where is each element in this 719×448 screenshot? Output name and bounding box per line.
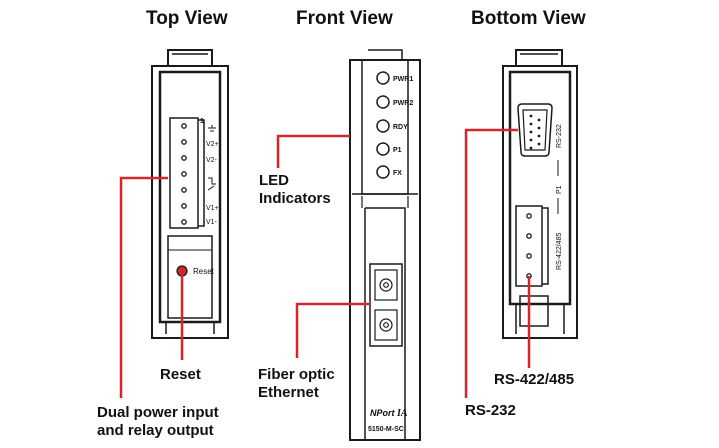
led-pwr1-icon (376, 71, 390, 85)
callout-line-rs232 (464, 128, 518, 398)
led-label-pwr2: PWR2 (393, 100, 413, 107)
led-pwr2-icon (376, 95, 390, 109)
model-number: 5150-M-SC (368, 426, 404, 433)
top-view-device (151, 49, 229, 339)
rs422-callout-label: RS-422/485 (494, 371, 575, 388)
callout-line-dual-power (119, 176, 168, 398)
led-label-p1: P1 (393, 147, 402, 154)
terminal-label-v1plus: V1+ (206, 205, 219, 212)
led-label-rdy: RDY (393, 124, 408, 131)
reset-button-label: Reset (193, 267, 215, 276)
dual-power-label: Dual power input and relay output (97, 404, 219, 439)
db9-pins (529, 114, 541, 150)
bottom-terminal-screws (526, 213, 532, 279)
top-pin-number: 1 (200, 118, 204, 125)
led-p1-icon (376, 142, 390, 156)
rs232-callout-label: RS-232 (465, 402, 516, 419)
fiber-optic-label: Fiber optic Ethernet (258, 366, 335, 401)
callout-lines (119, 128, 531, 398)
front-leds (376, 71, 390, 179)
bottom-view-title: Bottom View (471, 8, 586, 29)
led-fx-icon (376, 165, 390, 179)
led-label-fx: FX (393, 170, 402, 177)
db9-vertical-label: RS-232 (556, 124, 563, 148)
port-vertical-label: P1 (556, 185, 563, 194)
led-rdy-icon (376, 119, 390, 133)
top-view-title: Top View (146, 8, 228, 29)
front-view-device (349, 49, 421, 441)
fiber-ports (379, 278, 393, 332)
led-label-pwr1: PWR1 (393, 76, 413, 83)
reset-button-icon[interactable] (176, 265, 188, 277)
top-terminal-screws (181, 123, 187, 225)
terminal-vertical-label: RS-422/485 (556, 233, 563, 270)
reset-callout-label: Reset (160, 366, 201, 383)
led-indicators-label: LED Indicators (259, 172, 331, 207)
terminal-label-v1minus: V1- (206, 219, 218, 226)
terminal-label-v2plus: V2+ (206, 141, 219, 148)
terminal-label-v2minus: V2- (206, 157, 218, 164)
callout-line-led (276, 134, 350, 168)
terminal-symbols (207, 125, 216, 191)
bottom-view-device (502, 49, 578, 339)
brand-name: NPort IA (370, 408, 408, 419)
callout-line-fiber (295, 302, 370, 358)
front-view-title: Front View (296, 8, 393, 29)
